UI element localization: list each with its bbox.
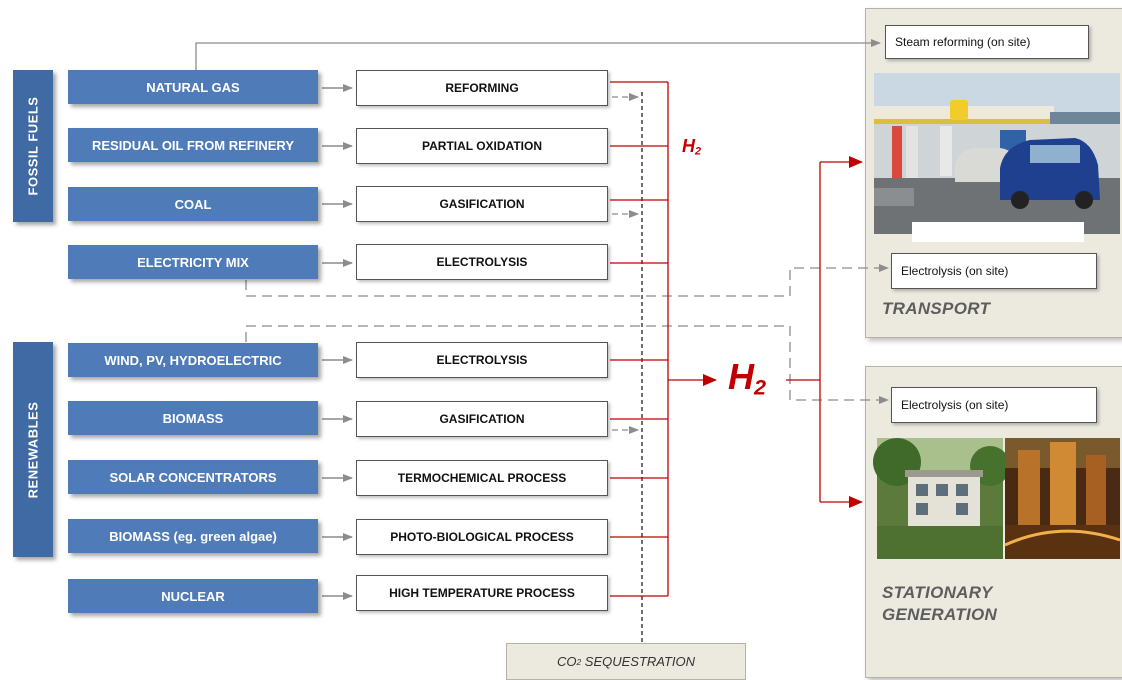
category-fossil-fuels: FOSSIL FUELS — [13, 70, 53, 222]
category-renewables: RENEWABLES — [13, 342, 53, 557]
hydrogen-symbol-small: H — [682, 136, 695, 156]
source-biomass: BIOMASS — [68, 401, 318, 435]
source-coal: COAL — [68, 187, 318, 221]
steam-reforming-box: Steam reforming (on site) — [885, 25, 1089, 59]
stationary-photo — [873, 438, 1121, 559]
process-partial-oxidation: PARTIAL OXIDATION — [356, 128, 608, 164]
stationary-electrolysis-box: Electrolysis (on site) — [891, 387, 1097, 423]
source-solar-concentrators: SOLAR CONCENTRATORS — [68, 460, 318, 494]
stationary-title-line1: STATIONARY — [882, 583, 993, 602]
source-residual-oil: RESIDUAL OIL FROM REFINERY — [68, 128, 318, 162]
hydrogen-label-small: H2 — [682, 136, 701, 158]
transport-title: TRANSPORT — [882, 299, 991, 318]
source-biomass-algae: BIOMASS (eg. green algae) — [68, 519, 318, 553]
hydrogen-subscript-large: 2 — [754, 374, 767, 400]
natural-gas-to-steam-line — [195, 39, 881, 70]
process-gasification-coal: GASIFICATION — [356, 186, 608, 222]
co2-suffix: SEQUESTRATION — [581, 654, 696, 669]
electricity-mix-to-transport-line — [245, 264, 889, 297]
source-nuclear: NUCLEAR — [68, 579, 318, 613]
source-electricity-mix: ELECTRICITY MIX — [68, 245, 318, 279]
process-electrolysis-renewable: ELECTROLYSIS — [356, 342, 608, 378]
source-wind-pv-hydro: WIND, PV, HYDROELECTRIC — [68, 343, 318, 377]
process-high-temperature: HIGH TEMPERATURE PROCESS — [356, 575, 608, 611]
hydrogen-subscript-small: 2 — [695, 145, 702, 158]
process-electrolysis-grid: ELECTROLYSIS — [356, 244, 608, 280]
process-photo-biological: PHOTO-BIOLOGICAL PROCESS — [356, 519, 608, 555]
source-natural-gas: NATURAL GAS — [68, 70, 318, 104]
process-gasification-biomass: GASIFICATION — [356, 401, 608, 437]
process-termochemical: TERMOCHEMICAL PROCESS — [356, 460, 608, 496]
co2-subscript: 2 — [576, 656, 582, 667]
stationary-title: STATIONARY GENERATION — [882, 582, 997, 626]
hydrogen-symbol-large: H — [728, 356, 754, 397]
transport-photo — [874, 73, 1120, 234]
stationary-title-line2: GENERATION — [882, 605, 998, 624]
transport-electrolysis-box: Electrolysis (on site) — [891, 253, 1097, 289]
process-reforming: REFORMING — [356, 70, 608, 106]
hydrogen-label-large: H2 — [728, 356, 766, 400]
renewables-to-stationary-line — [245, 325, 889, 404]
co2-prefix: CO — [556, 654, 577, 669]
